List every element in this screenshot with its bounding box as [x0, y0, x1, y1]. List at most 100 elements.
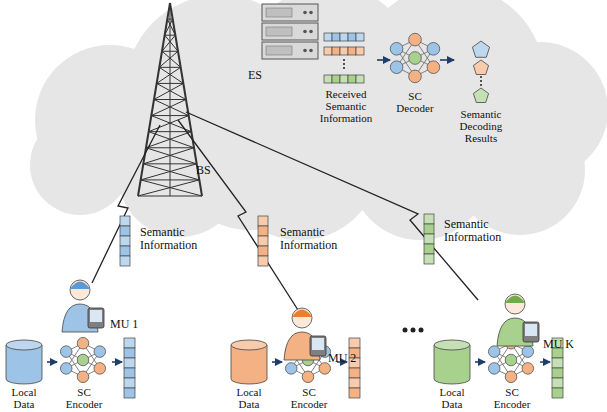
vector-cell: [324, 33, 332, 41]
vector-cell: [424, 254, 434, 264]
vector-cell: [124, 368, 135, 378]
database-body: [231, 345, 267, 384]
network-neuron: [522, 363, 534, 375]
node-label: SC Decoder: [391, 90, 439, 114]
vector-cell: [120, 216, 130, 226]
tower-brace: [141, 164, 197, 180]
semantic-vector: [324, 47, 364, 55]
network-neuron: [488, 346, 500, 358]
tower-rung: [151, 115, 188, 116]
database-top: [434, 340, 470, 350]
server-unit: [262, 4, 318, 21]
text-label: MU 2: [328, 352, 368, 365]
user-head: [70, 280, 90, 300]
vector-cell: [124, 358, 135, 368]
vector-cell: [258, 226, 268, 236]
node-label: Received Semantic Information: [316, 88, 376, 124]
node-label: SC Encoder: [283, 386, 335, 410]
database-icon: [434, 340, 470, 384]
network-neuron: [77, 337, 89, 349]
semantic-vector: [324, 33, 364, 41]
semantic-vector: [324, 75, 364, 83]
vector-cell: [424, 224, 434, 234]
network-neuron: [427, 42, 440, 55]
tower-brace: [141, 180, 202, 196]
semantic-vector: [349, 338, 360, 398]
ellipsis-dot: [411, 328, 416, 333]
vector-cell: [552, 378, 563, 388]
network-neuron: [77, 371, 89, 383]
database-icon: [6, 340, 42, 384]
flow-arrow: [377, 59, 390, 61]
user-head: [292, 308, 312, 328]
device-screen: [525, 324, 537, 336]
tower-brace: [154, 100, 189, 116]
user-hair: [292, 310, 312, 318]
text-label: Semantic Information: [280, 226, 344, 252]
network-icon: [60, 337, 105, 382]
database-body: [434, 345, 470, 384]
vector-cell: [332, 33, 340, 41]
tower-brace: [138, 180, 199, 196]
tower-brace: [165, 35, 178, 51]
vector-cell: [340, 47, 348, 55]
vector-cell: [120, 226, 130, 236]
vector-cell: [348, 33, 356, 41]
network-neuron: [488, 363, 500, 375]
vector-cell: [124, 348, 135, 358]
ellipsis-dot: [403, 328, 408, 333]
user-icon: [284, 308, 326, 360]
bs-tower: [138, 3, 202, 196]
node-label: Local Data: [227, 386, 271, 410]
vector-cell: [120, 246, 130, 256]
tower-brace: [165, 19, 173, 35]
vector-cell: [120, 256, 130, 266]
icon-node: Local Data: [227, 336, 271, 410]
network-neuron: [409, 52, 422, 65]
ellipsis-dot: [343, 59, 345, 61]
vector-cell: [424, 234, 434, 244]
vector-cell: [332, 75, 340, 83]
vector-cell: [349, 388, 360, 398]
network-icon: [390, 33, 439, 82]
database-top: [6, 340, 42, 350]
tower-brace: [149, 116, 189, 132]
network-neuron: [94, 363, 106, 375]
wireless-link: [92, 125, 160, 283]
network-neuron: [522, 346, 534, 358]
node-label: Local Data: [2, 386, 46, 410]
icon-node: SC Encoder: [486, 336, 538, 410]
server-icon: [262, 4, 318, 59]
result-pentagon: [473, 60, 488, 75]
server-led: [303, 11, 307, 15]
vector-cell: [552, 358, 563, 368]
vector-cell: [258, 246, 268, 256]
vector-cell: [258, 236, 268, 246]
vector-cell: [124, 378, 135, 388]
network-neuron: [60, 363, 72, 375]
vector-cell: [356, 75, 364, 83]
server-bay: [266, 8, 292, 17]
server-led: [309, 30, 313, 34]
icon-node: SC Encoder: [58, 336, 110, 410]
node-label: ES: [248, 69, 320, 82]
vector-cell: [349, 368, 360, 378]
vector-cell: [258, 216, 268, 226]
ellipsis-dot: [419, 328, 424, 333]
ellipsis-dot: [343, 67, 345, 69]
vector-cell: [349, 378, 360, 388]
text-label: Semantic Information: [444, 218, 508, 244]
server-unit: [262, 23, 318, 40]
vector-cell: [120, 236, 130, 246]
network-neuron: [505, 354, 517, 366]
network-neuron: [390, 61, 403, 74]
vector-cell: [356, 47, 364, 55]
cloud: [30, 0, 607, 240]
icon-node: ES: [248, 2, 320, 82]
vector-cell: [124, 338, 135, 348]
device-screen: [90, 310, 102, 322]
flow-arrow: [540, 361, 550, 363]
ellipsis-dot: [480, 84, 482, 86]
